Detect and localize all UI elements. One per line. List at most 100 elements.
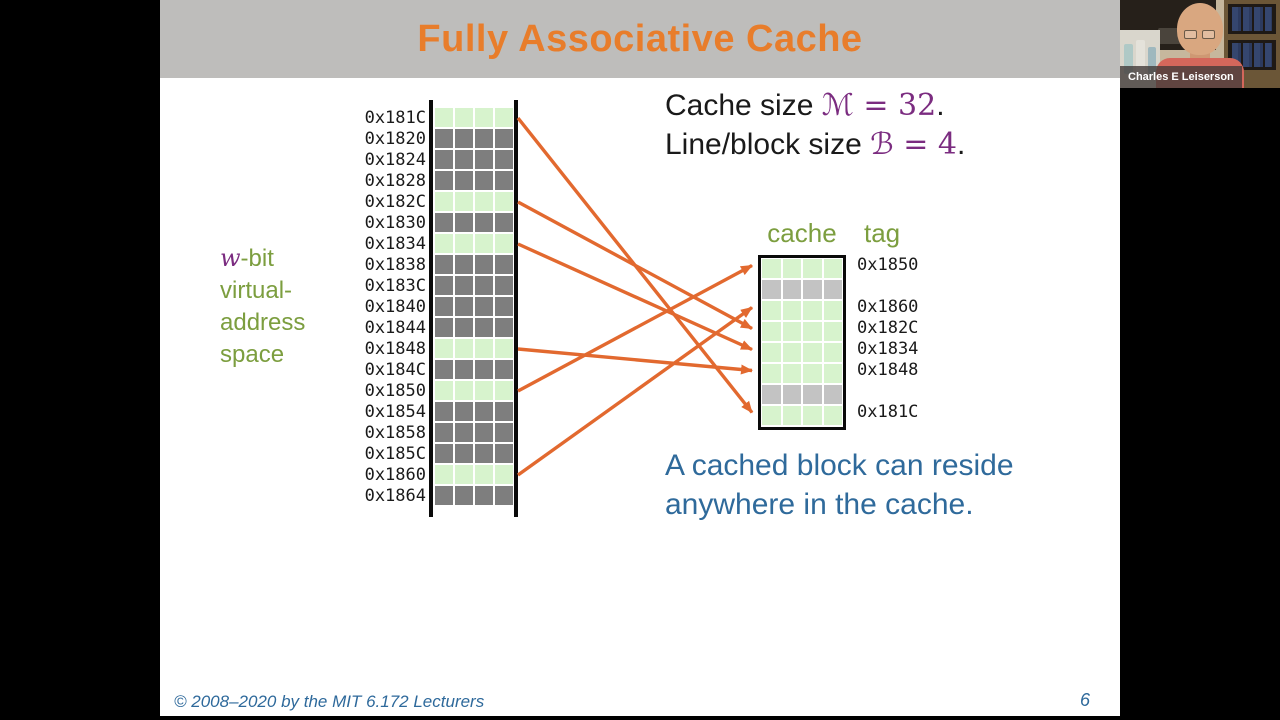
cache-table-header: cache tag [758,218,900,249]
wbit-line: virtual- [220,277,293,304]
memory-cell [495,108,513,127]
cache-cell [823,322,842,341]
cache-tag-label: 0x1850 [857,255,919,275]
memory-cell [495,465,513,484]
fact-suffix: . [936,89,945,122]
wbit-line1: w-bit [220,242,305,275]
memory-cell [475,108,493,127]
cache-cell [762,385,781,404]
memory-cell [495,129,513,148]
memory-address-label: 0x182C [364,191,426,212]
memory-cell [455,192,473,211]
memory-cell [435,213,453,232]
caption-line1: A cached block can reside [665,449,1014,482]
cache-cell [782,385,801,404]
slide-caption: A cached block can reside anywhere in th… [665,446,1014,524]
memory-cell [495,402,513,421]
memory-row: 0x1840 [356,296,513,317]
memory-cell [455,276,473,295]
memory-address-label: 0x1864 [364,485,426,506]
memory-cell [495,318,513,337]
memory-address-label: 0x1848 [364,338,426,359]
memory-block-cells [435,276,513,295]
memory-row: 0x184C [356,359,513,380]
memory-row: 0x1830 [356,212,513,233]
fact-prefix: Line/block size [665,128,871,161]
cache-tag-label [857,381,918,402]
memory-block-cells [435,444,513,463]
memory-cell [435,150,453,169]
memory-cell [455,150,473,169]
cache-cell [782,406,801,425]
cache-row [761,406,843,425]
memory-cell [475,465,493,484]
cache-cell [803,301,822,320]
memory-row: 0x1850 [356,380,513,401]
memory-block-cells [435,150,513,169]
memory-cell [455,234,473,253]
memory-to-cache-arrow [517,200,753,330]
bottom-black-strip [160,716,1120,720]
memory-cell [455,381,473,400]
memory-block-cells [435,255,513,274]
cache-tag-label: 0x181C [857,402,919,422]
memory-address-label: 0x1824 [364,149,426,170]
memory-address-label: 0x1844 [364,317,426,338]
memory-block-cells [435,465,513,484]
memory-cell [435,318,453,337]
cache-row [761,301,843,320]
memory-cell [435,255,453,274]
memory-cell [475,402,493,421]
memory-cell [435,129,453,148]
cache-tag-label: 0x182C [857,318,919,338]
speaker-glasses-lens [1202,30,1215,39]
memory-row: 0x1864 [356,485,513,506]
participant-name-label: Charles E Leiserson [1120,66,1242,88]
slide-title: Fully Associative Cache [417,17,863,60]
cache-cell [823,280,842,299]
memory-block-cells [435,192,513,211]
memory-row: 0x1844 [356,317,513,338]
cache-cell [762,280,781,299]
memory-cell [455,129,473,148]
memory-cell [495,192,513,211]
cache-cell [762,259,781,278]
memory-cell [455,171,473,190]
cache-cell [803,280,822,299]
cache-block-table [758,255,846,430]
cache-tag-label [857,276,918,297]
cache-row [761,280,843,299]
memory-cell [435,276,453,295]
memory-cell [475,171,493,190]
memory-cell [435,486,453,505]
memory-left-border [429,100,433,517]
cache-row [761,259,843,278]
cache-cell [823,385,842,404]
memory-cell [475,318,493,337]
cache-cell [823,343,842,362]
cache-cell [823,301,842,320]
memory-cell [475,276,493,295]
cache-cell [803,322,822,341]
cache-cell [823,259,842,278]
memory-row: 0x1820 [356,128,513,149]
memory-cell [455,339,473,358]
memory-cell [435,465,453,484]
memory-address-label: 0x185C [364,443,426,464]
fact-suffix: . [957,128,966,161]
memory-cell [495,486,513,505]
memory-to-cache-arrow [517,347,753,375]
memory-address-label: 0x1854 [364,401,426,422]
memory-row: 0x1854 [356,401,513,422]
cache-cell [782,301,801,320]
memory-cell [455,486,473,505]
memory-cell [495,381,513,400]
memory-block-cells [435,171,513,190]
wbit-line: space [220,341,285,368]
tag-header-label: tag [864,218,901,248]
cache-cell [823,406,842,425]
